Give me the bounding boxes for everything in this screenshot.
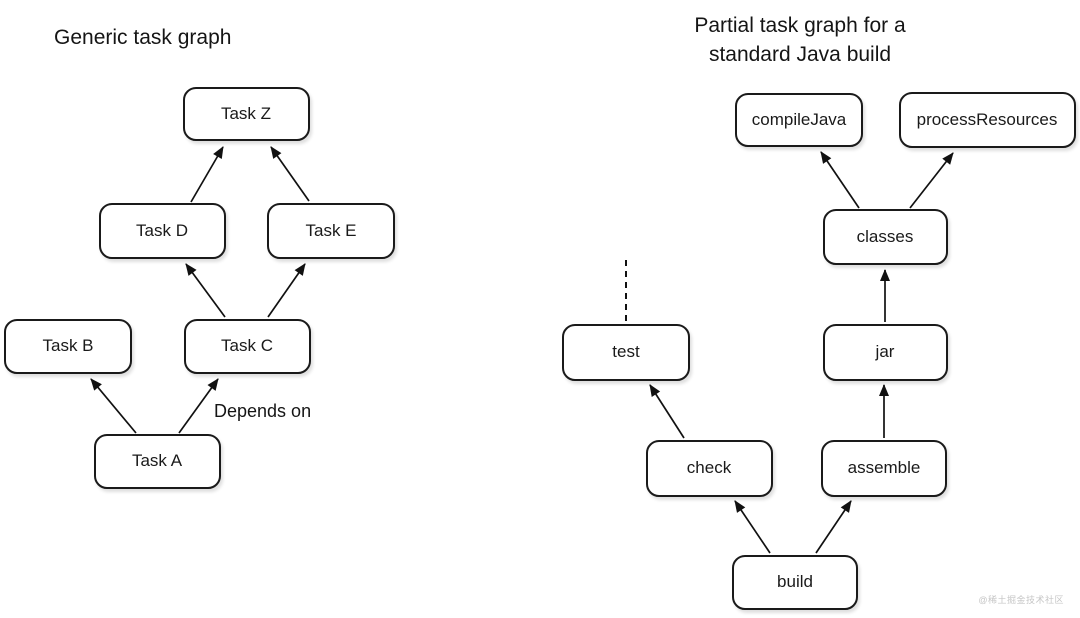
node-task-d: Task D <box>98 203 226 259</box>
edge-task-c-to-task-e <box>267 263 306 318</box>
edge-build-to-assemble <box>815 500 852 554</box>
node-jar: jar <box>822 323 948 381</box>
edge-task-a-to-task-c <box>178 378 219 434</box>
edge-build-to-check <box>734 500 771 554</box>
right-graph-title-line2: standard Java build <box>708 43 892 66</box>
right-graph-title-line1: Partial task graph for a <box>694 14 906 37</box>
node-task-c: Task C <box>183 318 311 374</box>
node-classes: classes <box>822 209 948 265</box>
edge-task-a-to-task-b <box>90 378 137 434</box>
node-task-e: Task E <box>267 203 395 259</box>
edge-task-e-to-task-z <box>270 146 310 202</box>
edge-task-c-to-task-d <box>185 263 226 318</box>
node-assemble: assemble <box>821 439 947 497</box>
node-check: check <box>645 439 773 497</box>
watermark: @稀土掘金技术社区 <box>978 595 1064 605</box>
node-task-b: Task B <box>4 318 132 374</box>
right-graph-title: Partial task graph for a standard Java b… <box>640 11 960 69</box>
node-task-a: Task A <box>93 433 221 489</box>
node-test: test <box>562 323 690 381</box>
left-graph-title: Generic task graph <box>54 26 232 49</box>
node-compileJava: compileJava <box>735 93 863 147</box>
edge-classes-to-compileJava <box>820 151 860 209</box>
node-processResources: processResources <box>898 92 1076 148</box>
depends-on-label: Depends on <box>214 401 312 421</box>
edge-classes-to-processResources <box>909 152 954 209</box>
edge-check-to-test <box>649 384 685 439</box>
edge-task-d-to-task-z <box>190 146 224 203</box>
node-task-z: Task Z <box>182 87 310 141</box>
node-build: build <box>732 554 858 610</box>
